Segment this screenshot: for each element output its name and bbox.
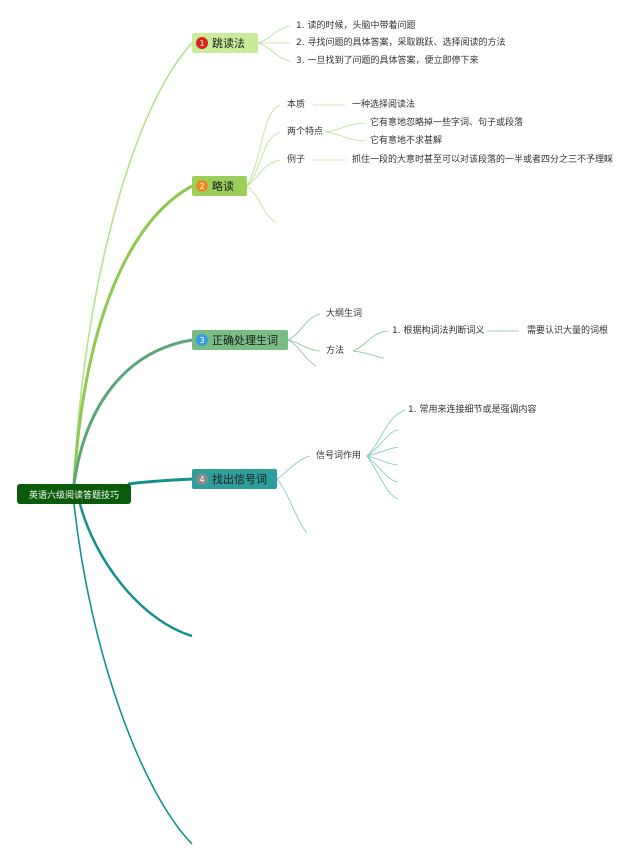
- root-topic-label: 英语六级阅读答题技巧: [28, 490, 119, 501]
- topic2-node-essence-detail[interactable]: 一种选择阅读法: [352, 100, 416, 110]
- topic2-node-example-detail[interactable]: 抓住一段的大意时甚至可以对该段落的一半或者四分之三不予理睬: [352, 155, 614, 165]
- topic-skip-reading[interactable]: 1 跳读法: [192, 33, 258, 53]
- topic4-function-1[interactable]: 1. 常用来连接细节或是强调内容: [408, 405, 537, 415]
- topic1-item-2[interactable]: 2. 寻找问题的具体答案，采取跳跃、选择阅读的方法: [296, 38, 506, 48]
- branch-line-2: [72, 184, 193, 485]
- number-badge-1-icon: 1: [196, 37, 208, 49]
- topic-new-words[interactable]: 3 正确处理生词: [192, 330, 288, 350]
- topic2-children-lines: [246, 104, 366, 223]
- number-badge-4-icon: 4: [196, 473, 208, 485]
- number-badge-2-icon: 2: [196, 180, 208, 192]
- topic2-node-essence[interactable]: 本质: [287, 100, 306, 110]
- topic3-method-word-formation[interactable]: 1. 根据构词法判断词义: [392, 326, 485, 336]
- topic-skimming[interactable]: 2 略读: [192, 176, 247, 196]
- topic-label: 略读: [212, 180, 234, 193]
- branch-line-5: [78, 503, 193, 638]
- topic2-feature-2[interactable]: 它有意地不求甚解: [370, 136, 443, 146]
- topic-label: 正确处理生词: [212, 334, 278, 347]
- branch-line-1: [73, 42, 193, 485]
- topic1-item-1[interactable]: 1. 读的时候，头脑中带着问题: [296, 21, 416, 31]
- topic2-feature-1[interactable]: 它有意地忽略掉一些字词、句子或段落: [370, 118, 524, 128]
- topic2-node-example[interactable]: 例子: [287, 155, 306, 165]
- topic-signal-words[interactable]: 4 找出信号词: [192, 469, 277, 489]
- branch-line-6: [73, 503, 193, 845]
- topic1-children-lines: [257, 25, 291, 62]
- topic4-node-signal-function[interactable]: 信号词作用: [316, 451, 362, 461]
- number-badge-3-icon: 3: [196, 334, 208, 346]
- topic2-node-features[interactable]: 两个特点: [287, 127, 324, 137]
- topic3-children-lines: [287, 313, 519, 367]
- topic3-method-detail[interactable]: 需要认识大量的词根: [527, 326, 609, 336]
- topic1-item-3[interactable]: 3. 一旦找到了问题的具体答案，便立即停下来: [296, 56, 479, 66]
- topic4-children-lines: [276, 409, 406, 534]
- topic-label: 跳读法: [212, 37, 245, 50]
- topic-label: 找出信号词: [212, 473, 267, 486]
- root-topic[interactable]: 英语六级阅读答题技巧: [17, 484, 131, 504]
- topic3-node-syllabus-words[interactable]: 大纲生词: [326, 309, 363, 319]
- branch-line-4: [127, 477, 193, 486]
- topic3-node-method[interactable]: 方法: [326, 346, 345, 356]
- branch-line-3: [72, 338, 193, 485]
